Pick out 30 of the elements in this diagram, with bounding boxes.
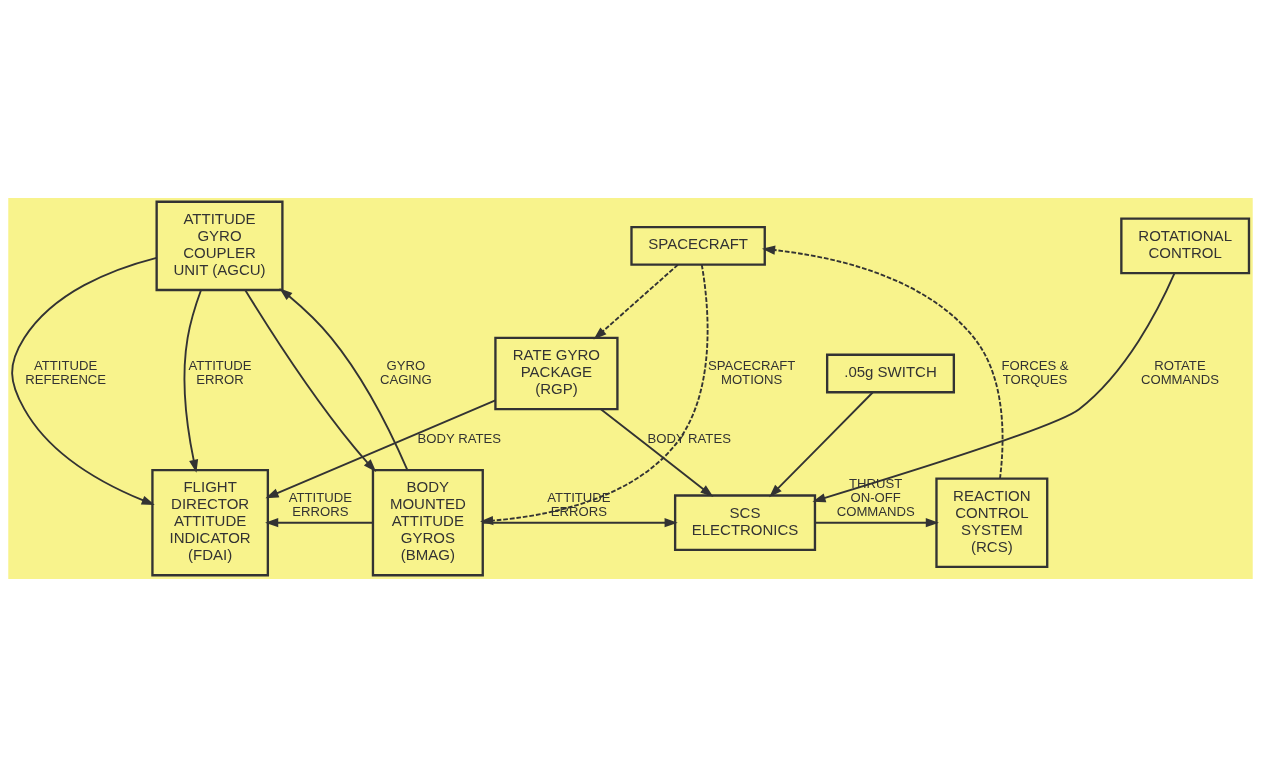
arrow xyxy=(769,391,874,497)
edge-label: FORCES & TORQUES xyxy=(1001,357,1069,387)
node-box: REACTION CONTROL SYSTEM (RCS) xyxy=(935,476,1049,568)
edge-label: ATTITUDE ERRORS xyxy=(288,489,353,519)
node-box: SPACECRAFT xyxy=(630,225,766,266)
node-box: ROTATIONAL CONTROL xyxy=(1120,216,1251,274)
arrow xyxy=(244,288,377,472)
arrow xyxy=(11,256,158,505)
node-box: .05g SWITCH xyxy=(826,353,955,393)
arrow xyxy=(265,517,374,527)
edge-label: BODY RATES xyxy=(647,430,731,446)
arrow xyxy=(279,287,409,471)
arrow xyxy=(183,288,202,473)
edge-label: BODY RATES xyxy=(417,430,501,446)
edge-label: GYRO CAGING xyxy=(379,357,432,387)
arrow xyxy=(814,517,939,527)
node-box: SCS ELECTRONICS xyxy=(673,493,817,551)
node-box: BODY MOUNTED ATTITUDE GYROS (BMAG) xyxy=(371,468,484,576)
node-box: FLIGHT DIRECTOR ATTITUDE INDICATOR (FDAI) xyxy=(151,468,270,576)
node-box: RATE GYRO PACKAGE (RGP) xyxy=(494,336,619,410)
edge-label: SPACECRAFT MOTIONS xyxy=(707,357,796,387)
arrow xyxy=(761,245,1004,479)
arrow xyxy=(265,399,497,498)
node-box: ATTITUDE GYRO COUPLER UNIT (AGCU) xyxy=(155,200,284,291)
arrow xyxy=(812,271,1176,502)
arrow xyxy=(593,263,679,340)
edge-label: ROTATE COMMANDS xyxy=(1140,357,1220,387)
edge-label: ATTITUDE ERROR xyxy=(188,357,252,387)
arrow xyxy=(599,407,714,497)
edge-label: ATTITUDE REFERENCE xyxy=(25,357,107,387)
